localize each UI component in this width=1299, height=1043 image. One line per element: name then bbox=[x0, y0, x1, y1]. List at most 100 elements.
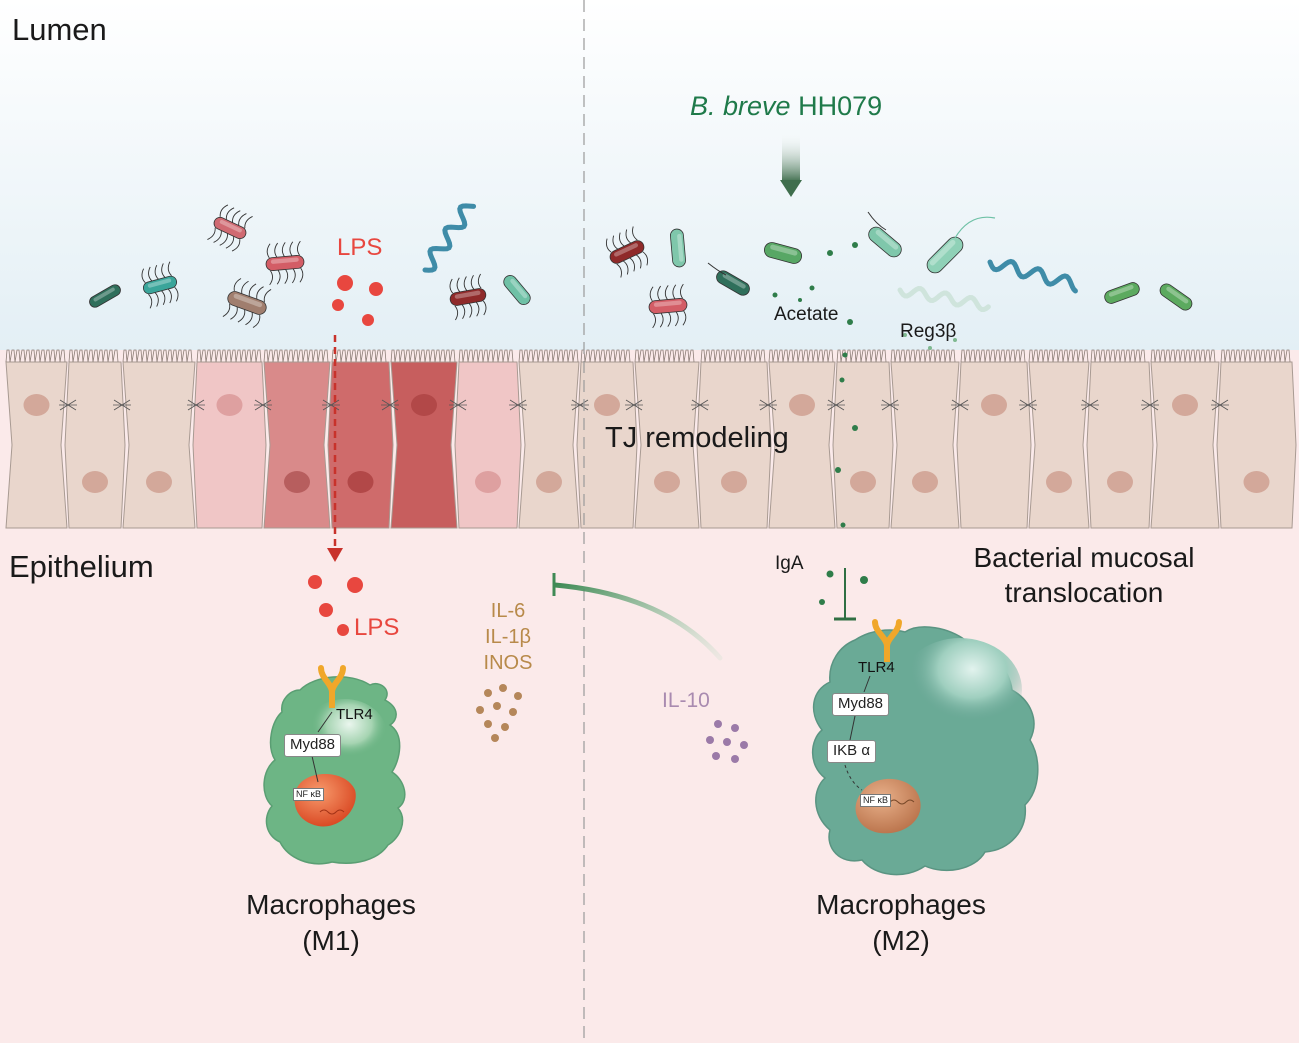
epithelial-layer bbox=[5, 361, 1297, 529]
brush-border bbox=[890, 349, 956, 363]
cell-nucleus bbox=[23, 394, 50, 416]
lumen-background bbox=[0, 0, 1299, 350]
cell-nucleus bbox=[347, 471, 374, 493]
cell-nucleus bbox=[284, 471, 310, 493]
epithelial-cell bbox=[832, 361, 894, 529]
junction-mark bbox=[759, 399, 777, 411]
cell-nucleus bbox=[1107, 471, 1133, 493]
bacterium bbox=[503, 275, 531, 305]
cell-nucleus bbox=[594, 394, 620, 416]
epithelial-cell bbox=[1086, 361, 1154, 529]
microvilli bbox=[5, 349, 1291, 363]
flagellum bbox=[707, 262, 727, 276]
treatment-label: B. breve HH079 bbox=[690, 93, 882, 120]
brush-border bbox=[768, 349, 834, 363]
brush-border bbox=[263, 349, 329, 363]
bacterium bbox=[1159, 283, 1193, 311]
brush-border bbox=[1090, 349, 1146, 363]
brush-border bbox=[122, 349, 193, 363]
cell-nucleus bbox=[1046, 471, 1072, 493]
junction-mark bbox=[951, 399, 969, 411]
epithelial-cell bbox=[696, 361, 772, 529]
cell-nucleus bbox=[981, 394, 1007, 416]
il10-label: IL-10 bbox=[662, 689, 710, 712]
m1-caption: Macrophages (M1) bbox=[220, 887, 442, 960]
junction-mark bbox=[691, 399, 709, 411]
epithelial-cell bbox=[192, 361, 267, 529]
epithelial-cell bbox=[1028, 361, 1090, 529]
m2-myd88-box: Myd88 bbox=[832, 693, 890, 716]
bacterium bbox=[648, 283, 688, 329]
brush-border bbox=[634, 349, 695, 363]
brush-border bbox=[518, 349, 579, 363]
microbiota bbox=[89, 203, 1193, 329]
cell-nucleus bbox=[536, 471, 562, 493]
reg3b-label: Reg3β bbox=[900, 321, 957, 342]
brush-border bbox=[331, 349, 387, 363]
lps-particles-bottom bbox=[308, 575, 363, 636]
epithelial-cell bbox=[64, 361, 126, 529]
epithelial-cell bbox=[122, 361, 196, 529]
cell-nucleus bbox=[1172, 394, 1198, 416]
junction-mark bbox=[322, 399, 340, 411]
cell-nucleus bbox=[789, 394, 815, 416]
junction-mark bbox=[1081, 399, 1099, 411]
spiral-bacterium bbox=[422, 203, 477, 273]
epithelial-cell bbox=[1216, 361, 1297, 529]
lps-label-bottom: LPS bbox=[354, 614, 400, 641]
bacterium bbox=[265, 240, 305, 286]
junction-mark bbox=[1141, 399, 1159, 411]
epithelial-cell bbox=[263, 361, 331, 529]
m1-macrophage bbox=[263, 665, 406, 865]
il10-particles bbox=[706, 720, 748, 763]
brush-border bbox=[68, 349, 119, 363]
cell-nucleus bbox=[721, 471, 747, 493]
bacterium bbox=[222, 278, 272, 328]
translocation-line-1: Bacterial mucosal bbox=[973, 542, 1195, 573]
epithelial-cell bbox=[576, 361, 638, 529]
epithelial-cell bbox=[890, 361, 960, 529]
bacterium bbox=[449, 273, 487, 321]
cell-nucleus bbox=[82, 471, 108, 493]
junction-mark bbox=[187, 399, 205, 411]
lps-label-top: LPS bbox=[337, 234, 383, 261]
junction-mark bbox=[113, 399, 131, 411]
lps-arrow-head bbox=[327, 548, 343, 562]
brush-border bbox=[960, 349, 1026, 363]
brush-border bbox=[836, 349, 887, 363]
junction-mark bbox=[1019, 399, 1037, 411]
epithelial-cell bbox=[327, 361, 394, 529]
brush-border bbox=[1028, 349, 1089, 363]
flagellum bbox=[954, 216, 996, 239]
lps-particles-top bbox=[332, 275, 383, 326]
junction-mark bbox=[827, 399, 845, 411]
tight-junctions bbox=[59, 399, 1229, 411]
junction-mark bbox=[254, 399, 272, 411]
cell-nucleus bbox=[475, 471, 501, 493]
bacterium bbox=[141, 261, 179, 309]
junction-mark bbox=[381, 399, 399, 411]
cell-nucleus bbox=[146, 471, 172, 493]
junction-mark bbox=[571, 399, 589, 411]
bacterium bbox=[1104, 282, 1140, 304]
brush-border bbox=[1220, 349, 1291, 363]
treatment-arrow-shaft bbox=[782, 132, 800, 182]
epithelial-cell bbox=[518, 361, 580, 529]
junction-mark bbox=[59, 399, 77, 411]
epithelial-cell bbox=[956, 361, 1032, 529]
bacterium bbox=[763, 242, 803, 264]
brush-border bbox=[390, 349, 456, 363]
bacterium bbox=[207, 204, 253, 252]
cell-nucleus bbox=[216, 394, 243, 416]
spiral-bacterium bbox=[987, 258, 1078, 294]
cytokine-il6: IL-6 bbox=[490, 600, 526, 622]
m2-caption-type: (M2) bbox=[872, 925, 930, 957]
proinflammatory-cytokines: IL-6 IL-1β INOS bbox=[480, 598, 536, 676]
translocation-line-2: translocation bbox=[1004, 577, 1164, 608]
m1-myd88-box: Myd88 bbox=[284, 734, 342, 757]
bacterium bbox=[868, 226, 902, 258]
translocation-label: Bacterial mucosal translocation bbox=[945, 540, 1223, 610]
treatment-species: B. breve bbox=[690, 91, 791, 121]
